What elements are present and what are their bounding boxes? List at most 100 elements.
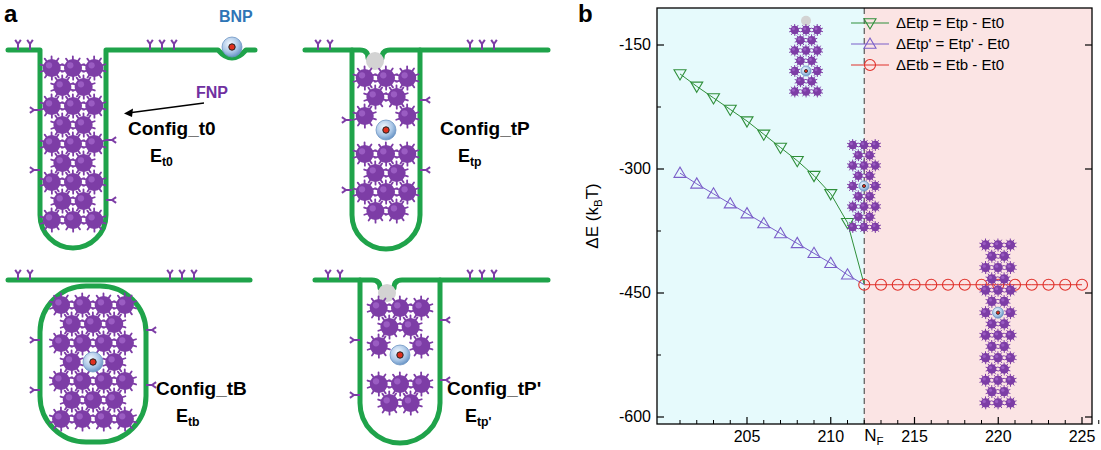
fnp-core <box>75 116 93 134</box>
fnp-particle <box>870 160 881 171</box>
ghost-particle <box>801 16 811 26</box>
fnp-particle <box>795 76 806 87</box>
fnp-highlight <box>803 48 806 51</box>
fnp-particle <box>847 160 858 171</box>
receptor <box>27 40 33 50</box>
fnp-core <box>854 172 863 181</box>
fnp-core <box>987 252 996 261</box>
fnp-core <box>356 145 374 163</box>
fnp-particle <box>83 170 105 193</box>
membrane <box>305 50 368 58</box>
receptor <box>147 40 153 50</box>
fnp-particle <box>806 76 817 87</box>
fnp-particle <box>812 86 823 97</box>
receptor <box>179 270 185 280</box>
receptor-stem <box>346 119 352 121</box>
receptor-arm <box>30 167 34 170</box>
fnp-highlight <box>119 299 125 305</box>
fnp-core <box>981 308 990 317</box>
receptor-arm <box>446 320 450 323</box>
fnp-highlight <box>792 68 795 71</box>
fnp-core <box>366 202 384 220</box>
fnp-particle <box>378 315 400 338</box>
fnp-highlight <box>415 340 421 346</box>
fnp-core <box>807 57 816 66</box>
up-triangle-marker <box>825 257 837 267</box>
bnp-core <box>383 127 389 133</box>
fnp-particle <box>83 94 105 117</box>
receptor-arm <box>318 40 321 44</box>
fnp-particle <box>375 142 397 165</box>
fnp-particle <box>41 208 63 231</box>
receptor-arm <box>194 270 197 274</box>
receptor <box>315 40 321 50</box>
fnp-core <box>981 285 990 294</box>
fnp-particle <box>83 132 105 155</box>
fnp-particle <box>51 151 73 174</box>
fnp-core <box>366 88 384 106</box>
receptor-arm <box>182 270 185 274</box>
bnp-particle <box>859 181 869 191</box>
fnp-particle <box>864 211 875 222</box>
fnp-highlight <box>394 378 400 384</box>
x-tick <box>914 417 915 424</box>
fnp-highlight <box>87 318 93 324</box>
fnp-particle <box>378 391 400 414</box>
down-triangle-marker <box>775 143 787 153</box>
fnp-highlight <box>989 298 992 301</box>
fnp-highlight <box>803 89 806 92</box>
fnp-core <box>43 211 61 229</box>
fnp-highlight <box>88 100 94 106</box>
up-triangle-marker <box>708 188 720 198</box>
x-minor-tick <box>1098 420 1099 424</box>
fnp-highlight <box>46 176 52 182</box>
fnp-highlight <box>809 58 812 61</box>
fnp-highlight <box>856 193 859 196</box>
down-triangle-marker <box>791 157 803 167</box>
receptor <box>159 40 165 50</box>
fnp-core <box>95 372 113 390</box>
bnp-core <box>90 359 96 365</box>
fnp-core <box>1006 285 1015 294</box>
fnp-particle <box>986 273 998 285</box>
fnp-highlight <box>415 378 421 384</box>
fnp-core <box>105 353 123 371</box>
up-triangle-marker <box>674 167 686 177</box>
chart-series <box>657 45 1099 424</box>
fnp-highlight <box>995 265 998 268</box>
fnp-core <box>1006 308 1015 317</box>
fnp-particle <box>62 208 84 231</box>
receptor <box>467 40 473 50</box>
fnp-core <box>1000 297 1009 306</box>
receptor-arm <box>30 107 34 110</box>
fnp-particle <box>812 24 823 35</box>
fnp-particle <box>51 75 73 98</box>
fnp-highlight <box>391 91 397 97</box>
fnp-highlight <box>983 265 986 268</box>
fnp-particle <box>986 250 998 262</box>
fnp-particle <box>61 350 83 373</box>
fnp-highlight <box>856 173 859 176</box>
fnp-core <box>865 151 874 160</box>
fnp-core <box>391 375 409 393</box>
fnp-core <box>790 87 799 96</box>
fnp-core <box>807 36 816 45</box>
fnp-highlight <box>405 397 411 403</box>
fnp-core <box>64 97 82 115</box>
fnp-highlight <box>1001 321 1004 324</box>
series-line <box>864 284 1082 285</box>
receptor-arm <box>152 385 156 388</box>
receptor-stem <box>161 44 163 50</box>
fnp-particle <box>71 407 93 430</box>
fnp-highlight <box>989 253 992 256</box>
receptor <box>171 40 177 50</box>
fnp-core <box>116 296 134 314</box>
x-tick <box>998 417 999 424</box>
receptor-stem <box>440 379 446 381</box>
receptor-stem <box>29 44 31 50</box>
receptor-stem <box>317 44 319 50</box>
fnp-highlight <box>989 321 992 324</box>
fnp-highlight <box>108 356 114 362</box>
fnp-highlight <box>55 299 61 305</box>
receptor <box>342 117 352 123</box>
